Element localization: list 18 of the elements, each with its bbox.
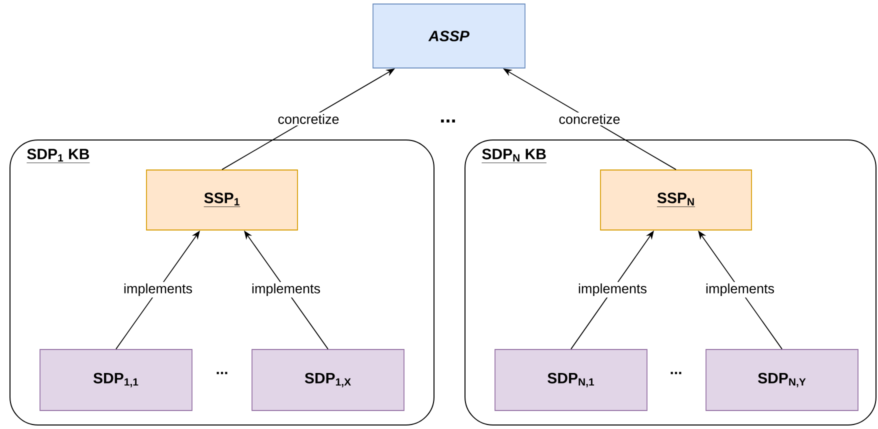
provider-box: SDP$_{N,1}$ xyxy=(494,349,648,411)
panel-title: SDP$_{1}$ KB xyxy=(26,148,90,164)
provider-box: SDP$_{1,1}$ xyxy=(40,349,192,411)
panel-title: SDP$_{N}$ KB xyxy=(482,148,547,164)
edge-label: implements xyxy=(250,282,322,298)
edge-label: concretize xyxy=(557,112,622,126)
edge-label: implements xyxy=(704,282,776,298)
ellipsis: ... xyxy=(670,372,682,374)
edge-label: implements xyxy=(576,282,649,298)
provider-box: SDP$_{1,X}$ xyxy=(252,349,404,411)
ellipsis: ... xyxy=(216,372,228,374)
edge-label: implements xyxy=(122,282,194,298)
abstract-box: ASSP xyxy=(372,4,526,68)
service-box: SSP$_{1}$ xyxy=(146,170,298,230)
ellipsis: ... xyxy=(441,120,455,122)
edge-label: concretize xyxy=(276,112,341,126)
service-box: SSP$_{N}$ xyxy=(600,170,752,230)
provider-box: SDP$_{N,Y}$ xyxy=(706,349,858,411)
